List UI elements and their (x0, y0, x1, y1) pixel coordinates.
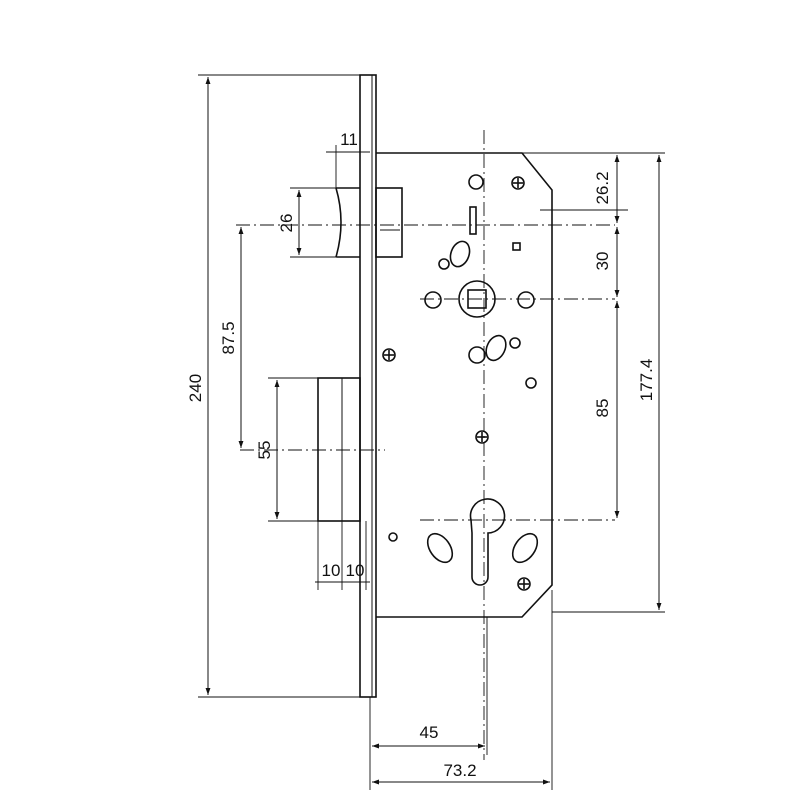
dim-label-10-b: 10 (346, 561, 365, 580)
dim-label-177-4: 177.4 (637, 359, 656, 402)
faceplate (359, 74, 377, 698)
kidney-slot-lower (485, 334, 507, 362)
small-hole-upper (438, 258, 450, 270)
latch-slot (469, 206, 477, 235)
dim-label-87-5: 87.5 (219, 321, 238, 354)
deadbolt (317, 377, 361, 522)
screw-top-right (511, 176, 525, 190)
lower-hub-hole (468, 346, 486, 364)
dim-label-73-2: 73.2 (443, 761, 476, 780)
dim-label-30: 30 (593, 252, 612, 271)
top-hole (468, 174, 484, 190)
screw-center (475, 430, 489, 444)
lock-case (376, 152, 553, 618)
latch-bolt (335, 187, 360, 258)
hub-side-hole-right (517, 291, 535, 309)
dim-label-45: 45 (420, 723, 439, 742)
kidney-slot-upper (449, 240, 471, 268)
hole-right-mid (525, 377, 537, 389)
dim-label-240: 240 (186, 374, 205, 402)
cylinder-side-slot-right (511, 532, 539, 564)
dim-label-26-2: 26.2 (593, 171, 612, 204)
dim-label-26: 26 (277, 214, 296, 233)
euro-cylinder-hole (469, 498, 506, 586)
hub-side-hole-left (424, 291, 442, 309)
screw-bottom-right (517, 577, 531, 591)
small-hole-lower (509, 337, 521, 349)
dim-label-85: 85 (593, 399, 612, 418)
dim-label-11: 11 (340, 130, 358, 149)
dim-label-55: 55 (255, 441, 274, 460)
hole-lower-left (388, 532, 398, 542)
latch-bolt-body (375, 187, 403, 258)
cylinder-side-slot-left (426, 532, 454, 564)
screw-left (382, 348, 396, 362)
small-square (512, 242, 521, 251)
dim-label-10-a: 10 (322, 561, 341, 580)
